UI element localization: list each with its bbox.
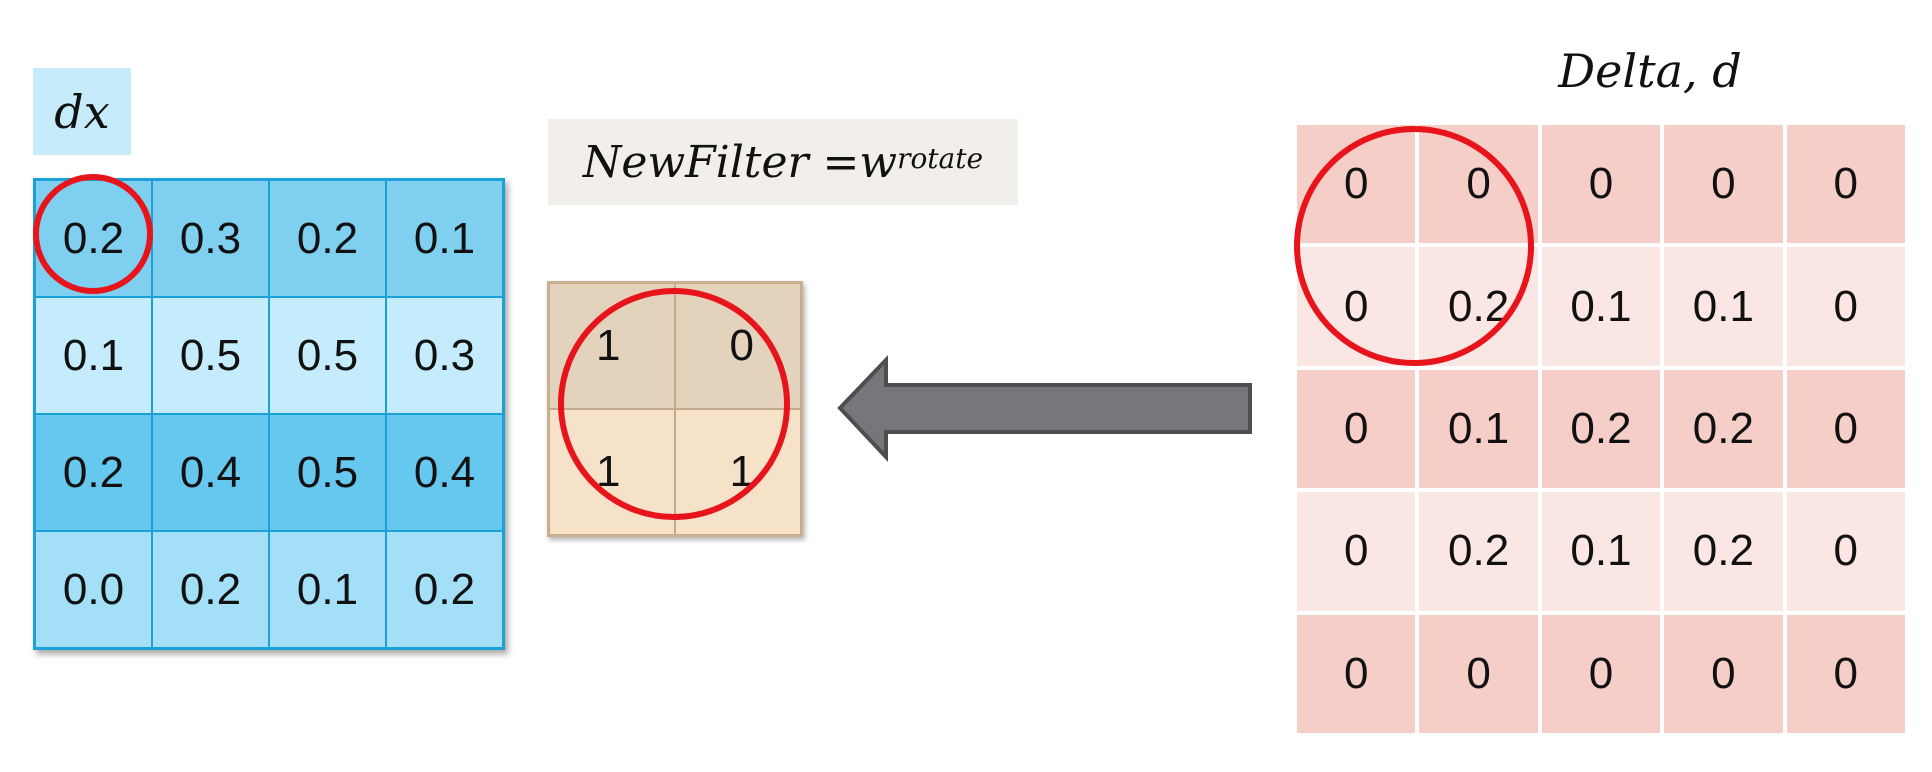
filter-cell: 1 xyxy=(549,283,675,409)
dx-cell: 0.0 xyxy=(35,531,152,648)
delta-cell: 0 xyxy=(1297,369,1416,489)
delta-matrix: 0 0 0 0 0 0 0.2 0.1 0.1 0 0 0.1 0.2 0.2 … xyxy=(1297,125,1905,733)
new-filter-label-main: NewFilter =w xyxy=(582,136,898,188)
delta-cell: 0 xyxy=(1664,125,1783,244)
dx-cell: 0.4 xyxy=(152,414,269,531)
delta-cell: 0.2 xyxy=(1541,369,1661,489)
filter-highlight-circle xyxy=(558,288,790,520)
dx-cell: 0.1 xyxy=(386,180,503,297)
dx-cell: 0.5 xyxy=(152,297,269,414)
delta-cell: 0 xyxy=(1419,125,1538,244)
dx-label: dx xyxy=(33,68,131,155)
delta-cell: 0.2 xyxy=(1419,492,1538,611)
delta-cell: 0 xyxy=(1541,125,1661,244)
delta-cell: 0 xyxy=(1297,492,1416,611)
dx-label-text: dx xyxy=(54,84,110,139)
delta-cell: 0 xyxy=(1786,492,1905,611)
delta-cell: 0 xyxy=(1786,125,1905,244)
delta-cell: 0 xyxy=(1541,614,1661,733)
delta-cell: 0 xyxy=(1786,614,1905,733)
dx-matrix: 0.2 0.3 0.2 0.1 0.1 0.5 0.5 0.3 0.2 0.4 … xyxy=(33,178,505,650)
delta-cell: 0.1 xyxy=(1541,492,1661,611)
dx-cell: 0.5 xyxy=(269,414,386,531)
delta-cell: 0 xyxy=(1664,614,1783,733)
dx-cell: 0.3 xyxy=(386,297,503,414)
new-filter-label-sup: rotate xyxy=(897,141,984,175)
dx-cell: 0.2 xyxy=(269,180,386,297)
left-arrow xyxy=(837,355,1252,463)
filter-cell: 0 xyxy=(675,283,801,409)
filter-cell: 1 xyxy=(675,409,801,535)
dx-cell: 0.3 xyxy=(152,180,269,297)
dx-cell: 0.2 xyxy=(152,531,269,648)
dx-cell: 0.1 xyxy=(35,297,152,414)
delta-cell: 0.1 xyxy=(1664,247,1783,366)
dx-cell: 0.1 xyxy=(269,531,386,648)
delta-highlight-circle xyxy=(1294,126,1534,366)
dx-cell: 0.2 xyxy=(35,414,152,531)
delta-cell: 0 xyxy=(1297,614,1416,733)
delta-cell: 0 xyxy=(1786,369,1905,489)
dx-cell: 0.5 xyxy=(269,297,386,414)
delta-cell: 0 xyxy=(1419,614,1538,733)
delta-cell: 0.1 xyxy=(1419,369,1538,489)
dx-cell: 0.4 xyxy=(386,414,503,531)
delta-cell: 0.2 xyxy=(1664,369,1783,489)
delta-cell: 0.2 xyxy=(1664,492,1783,611)
dx-highlight-circle xyxy=(33,174,153,294)
delta-cell: 0 xyxy=(1786,247,1905,366)
delta-title: Delta, d xyxy=(1558,44,1742,98)
delta-cell: 0.1 xyxy=(1541,247,1661,366)
dx-cell: 0.2 xyxy=(386,531,503,648)
